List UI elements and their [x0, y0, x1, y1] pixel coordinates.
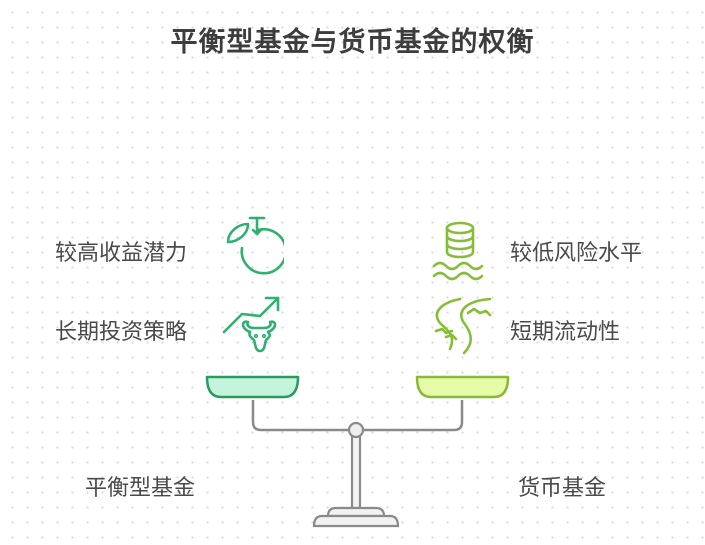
money-fund-label: 货币基金 [518, 476, 607, 501]
right-pan [415, 375, 510, 399]
coins-water-icon [432, 221, 484, 281]
bull-market-icon [222, 296, 280, 353]
scale-pivot [347, 421, 365, 439]
left-feature-label-1: 较高收益潜力 [55, 241, 188, 266]
scale-base-top [326, 506, 386, 518]
balanced-fund-label: 平衡型基金 [85, 476, 196, 501]
fruit-growth-icon [226, 216, 284, 275]
right-feature-label-2: 短期流动性 [510, 320, 621, 345]
scale-pole [350, 434, 362, 510]
diagram-title: 平衡型基金与货币基金的权衡 [170, 27, 535, 58]
right-feature-label-1: 较低风险水平 [510, 241, 643, 266]
scale-base-bottom [312, 514, 400, 528]
left-feature-label-2: 长期投资策略 [55, 320, 188, 345]
river-flow-icon [434, 297, 492, 355]
left-pan [205, 375, 300, 399]
